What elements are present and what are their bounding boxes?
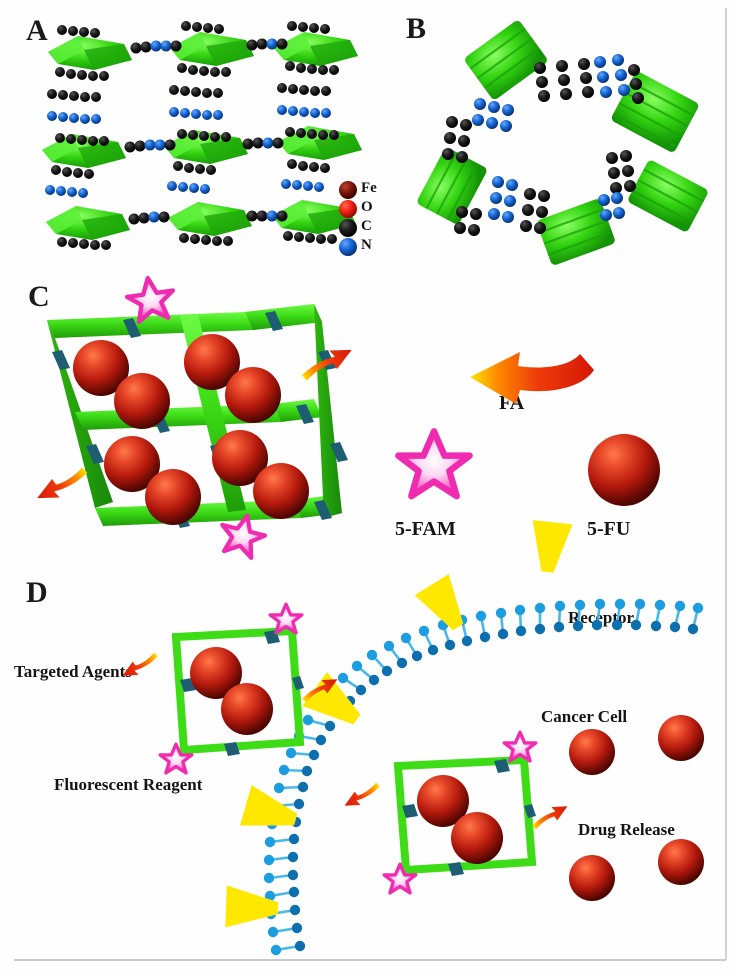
panel-label-a: A bbox=[26, 14, 48, 47]
panel-d-receptors bbox=[225, 520, 573, 928]
panel-a-linkers-vertical bbox=[45, 21, 339, 250]
mof-particle-inside bbox=[344, 730, 568, 895]
panel-b-linkers bbox=[442, 54, 644, 236]
panel-a-metal-nodes bbox=[42, 32, 362, 240]
fu-sphere-icon bbox=[588, 434, 660, 506]
panel-d-free-drug bbox=[569, 715, 704, 901]
legend-swatch-n bbox=[339, 238, 357, 256]
membrane-inner-heads bbox=[287, 619, 699, 952]
drug-release-label: Drug Release bbox=[578, 820, 675, 839]
fa-arrow-icon bbox=[470, 352, 594, 404]
panel-c-lattice bbox=[37, 275, 352, 560]
receptor-icon bbox=[239, 785, 298, 826]
panel-c-arrow-right bbox=[301, 349, 352, 381]
cancer-cell-label: Cancer Cell bbox=[541, 707, 628, 726]
legend-label-n: N bbox=[361, 237, 372, 253]
fam-star-icon bbox=[158, 742, 194, 775]
receptor-icon bbox=[532, 520, 573, 573]
atom-legend bbox=[339, 181, 357, 256]
bottom-border-rule bbox=[14, 959, 726, 961]
mof-particle-outside bbox=[122, 602, 338, 775]
panel-label-b: B bbox=[406, 12, 427, 45]
legend-swatch-fe bbox=[339, 181, 357, 199]
panel-c-star-top bbox=[124, 275, 176, 324]
panel-d-scene bbox=[122, 520, 704, 956]
panel-b-structure bbox=[417, 20, 708, 265]
panel-c-legend bbox=[395, 352, 660, 506]
panel-a-linkers-horizontal bbox=[124, 38, 288, 225]
legend-label-o: O bbox=[361, 199, 373, 215]
fu-label: 5-FU bbox=[587, 518, 631, 540]
legend-label-fe: Fe bbox=[361, 180, 377, 196]
targeted-agents-label: Targeted Agents bbox=[14, 662, 132, 681]
receptor-icon bbox=[302, 671, 361, 725]
legend-swatch-c bbox=[339, 219, 357, 237]
fam-star-icon bbox=[395, 428, 473, 500]
right-border-rule bbox=[725, 8, 727, 960]
legend-swatch-o bbox=[339, 200, 357, 218]
receptor-icon bbox=[225, 885, 279, 928]
fam-label: 5-FAM bbox=[395, 518, 456, 540]
receptor-icon bbox=[414, 574, 464, 631]
panel-c-drug-spheres bbox=[73, 334, 309, 525]
fam-star-icon bbox=[382, 862, 418, 895]
panel-a-structure bbox=[42, 21, 362, 250]
fluorescent-reagent-label: Fluorescent Reagent bbox=[54, 775, 203, 794]
panel-b-metal-nodes bbox=[417, 20, 708, 265]
panel-label-d: D bbox=[26, 576, 48, 609]
fam-star-icon bbox=[268, 602, 304, 635]
panel-c-arrow-left bbox=[37, 467, 88, 499]
panel-c-star-bottom bbox=[220, 513, 268, 560]
legend-label-c: C bbox=[361, 218, 372, 234]
panel-label-c: C bbox=[28, 280, 50, 313]
membrane-outer-heads bbox=[263, 598, 704, 956]
fam-star-icon bbox=[502, 730, 538, 763]
